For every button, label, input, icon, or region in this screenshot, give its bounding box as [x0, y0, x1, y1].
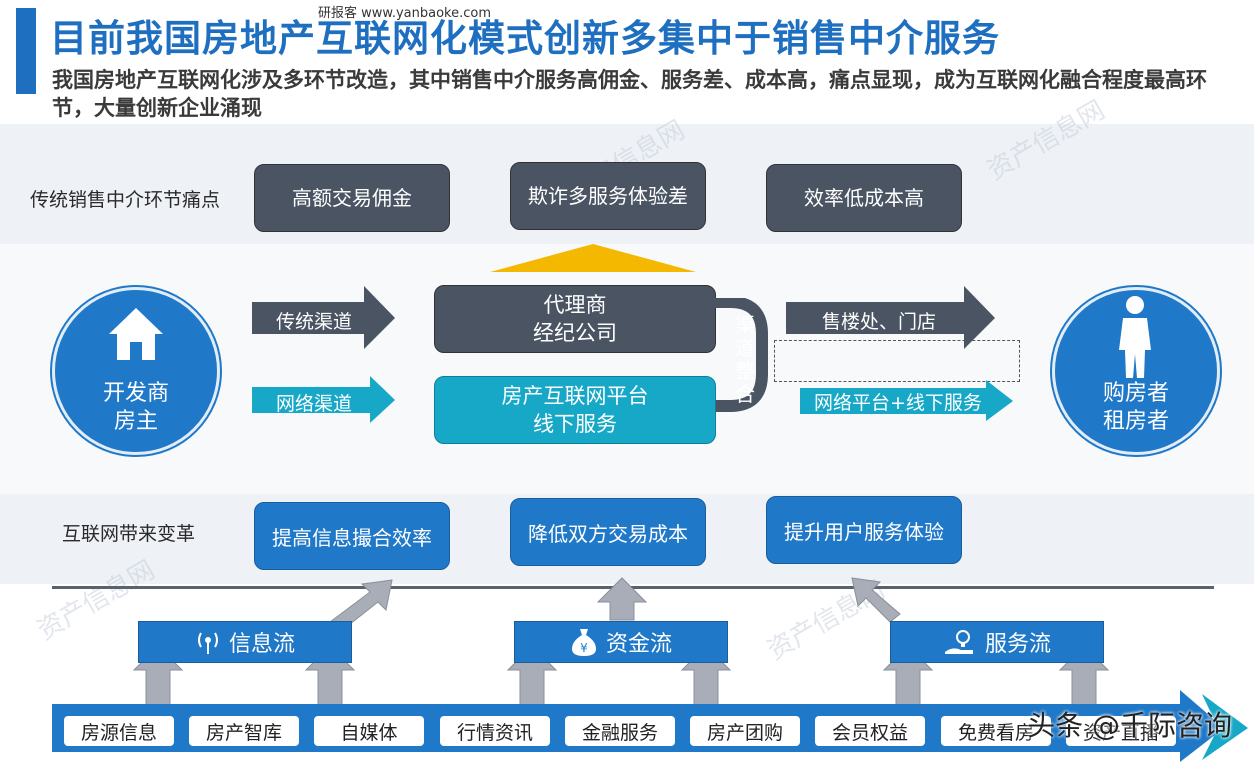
- platform-label-2: 线下服务: [533, 412, 617, 436]
- capital-flow-box: ¥ 资金流: [514, 621, 728, 663]
- pain-point-box: 欺诈多服务体验差: [510, 162, 706, 230]
- integration-char: 合: [735, 382, 755, 406]
- service-chip: 资产直播: [1066, 716, 1176, 746]
- buyer-label-1: 购房者: [1102, 381, 1169, 406]
- footer-source-label: 头条 @千际咨询: [1027, 709, 1232, 742]
- pain-point-box: 效率低成本高: [766, 164, 962, 232]
- money-bag-icon: ¥: [571, 629, 596, 656]
- platform-box: 房产互联网平台 线下服务: [434, 376, 716, 444]
- yellow-pointer-triangle: [490, 244, 696, 272]
- change-box: 降低双方交易成本: [510, 498, 706, 566]
- service-chip: 行情资讯: [440, 716, 550, 746]
- service-chip: 房产智库: [189, 716, 299, 746]
- offline-outlet-label: 售楼处、门店: [822, 311, 937, 333]
- pain-points-label: 传统销售中介环节痛点: [30, 189, 221, 211]
- platform-label-1: 房产互联网平台: [501, 384, 649, 408]
- seller-circle: 开发商 房主: [52, 287, 220, 455]
- information-flow-label: 信息流: [228, 632, 295, 657]
- signal-icon: [197, 632, 218, 654]
- empty-text-placeholder-box: [774, 340, 1020, 382]
- house-icon: [109, 308, 163, 360]
- service-chip: 金融服务: [565, 716, 675, 746]
- channel-integration-label: 渠 道 整 合: [733, 314, 757, 406]
- seller-label-1: 开发商: [102, 381, 169, 406]
- person-icon: [1119, 296, 1151, 378]
- online-outlet-label: 网络平台+线下服务: [814, 392, 982, 414]
- page-subtitle: 我国房地产互联网化涉及多环节改造，其中销售中介服务高佣金、服务差、成本高，痛点显…: [52, 68, 1207, 120]
- agency-label-1: 代理商: [543, 293, 607, 317]
- integration-char: 整: [735, 359, 755, 383]
- traditional-channel-label: 传统渠道: [276, 311, 353, 333]
- change-box: 提升用户服务体验: [766, 496, 962, 564]
- service-chip: 自媒体: [314, 716, 424, 746]
- online-channel-label: 网络渠道: [276, 393, 353, 415]
- service-chip: 房源信息: [64, 716, 174, 746]
- online-outlet-arrow: [800, 380, 1013, 421]
- service-chip: 房产团购: [690, 716, 800, 746]
- integration-char: 渠: [735, 313, 755, 337]
- integration-char: 道: [735, 336, 755, 360]
- change-box: 提高信息撮合效率: [254, 502, 450, 570]
- service-flow-box: 服务流: [890, 621, 1104, 663]
- traditional-channel-arrow: [252, 286, 395, 349]
- service-chip: 免费看房: [941, 716, 1051, 746]
- section-divider: [52, 586, 1214, 589]
- online-channel-arrow: [252, 376, 395, 423]
- top-watermark: 研报客 www.yanbaoke.com: [318, 6, 491, 21]
- buyer-circle: 购房者 租房者: [1052, 287, 1220, 455]
- offline-outlet-arrow: [786, 286, 995, 349]
- title-accent-bar: [16, 8, 36, 94]
- agency-box: 代理商 经纪公司: [434, 285, 716, 353]
- buyer-label-2: 租房者: [1102, 409, 1169, 434]
- seller-label-2: 房主: [113, 409, 158, 434]
- lightbulb-hand-icon: [944, 630, 973, 654]
- pain-point-box: 高额交易佣金: [254, 164, 450, 232]
- changes-label: 互联网带来变革: [62, 523, 196, 545]
- capital-flow-label: 资金流: [605, 632, 672, 657]
- agency-label-2: 经纪公司: [533, 321, 617, 345]
- svg-text:¥: ¥: [580, 641, 588, 655]
- page-title: 目前我国房地产互联网化模式创新多集中于销售中介服务: [50, 17, 1000, 60]
- information-flow-box: 信息流: [138, 621, 352, 663]
- service-chip: 会员权益: [815, 716, 925, 746]
- service-flow-label: 服务流: [984, 632, 1051, 657]
